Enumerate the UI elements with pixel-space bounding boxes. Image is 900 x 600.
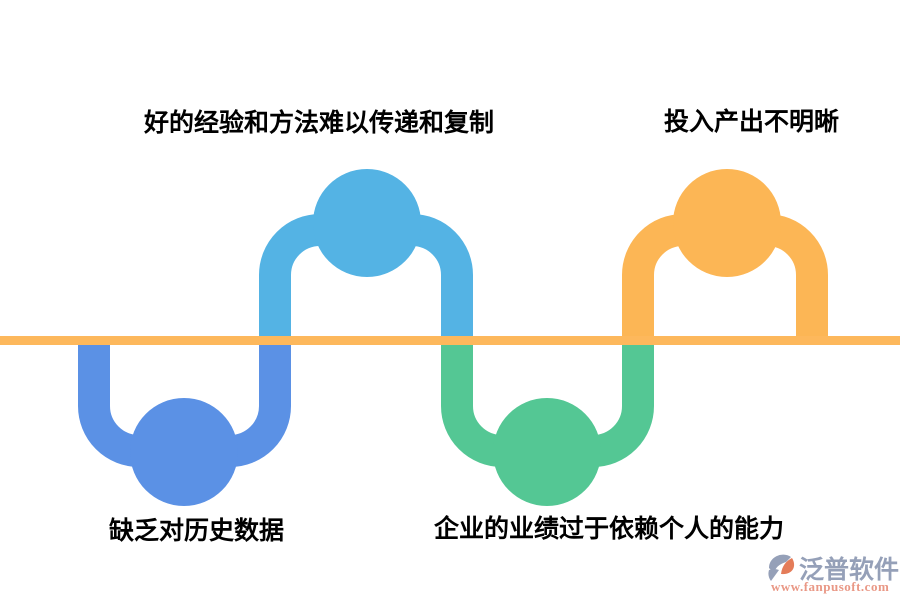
label-reliance: 企业的业绩过于依赖个人的能力	[434, 515, 785, 543]
label-roi: 投入产出不明晰	[664, 108, 840, 136]
brand-watermark: 泛普软件 www.fanpusoft.com	[766, 550, 900, 596]
brand-url: www.fanpusoft.com	[771, 579, 890, 594]
fanpu-logo-icon	[768, 554, 795, 581]
label-experience: 好的经验和方法难以传递和复制	[144, 109, 495, 137]
node-circle-experience	[313, 169, 421, 277]
baseline	[0, 336, 900, 345]
brand-name: 泛普软件	[799, 556, 900, 584]
label-history: 缺乏对历史数据	[109, 517, 285, 545]
node-circle-roi	[673, 169, 781, 277]
node-circle-history	[130, 398, 238, 506]
node-circle-reliance	[493, 398, 601, 506]
